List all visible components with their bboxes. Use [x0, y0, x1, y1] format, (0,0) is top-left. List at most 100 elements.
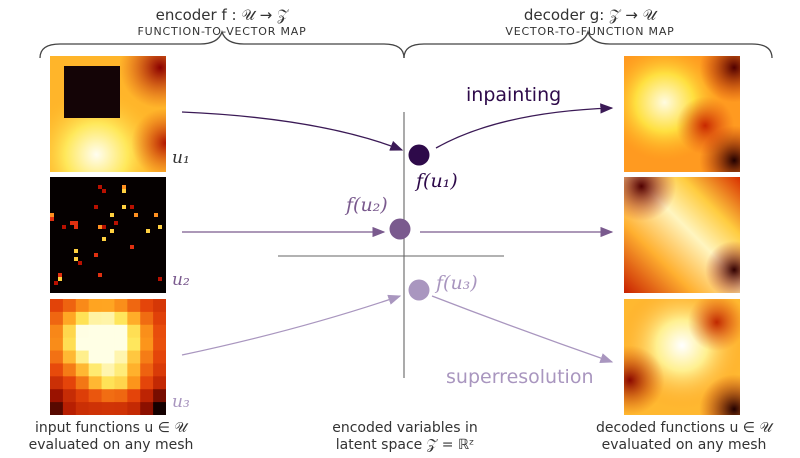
sparse-sample-dot	[98, 273, 102, 277]
pixel-cell	[153, 376, 166, 390]
sparse-sample-dot	[130, 205, 134, 209]
output-caption-line1: decoded functions u ∈ 𝒰	[595, 420, 773, 436]
pixel-cell	[140, 363, 154, 377]
sparse-sample-dot	[54, 281, 58, 285]
sparse-sample-dot	[146, 229, 150, 233]
sparse-sample-dot	[158, 225, 162, 229]
pixel-cell	[140, 389, 154, 403]
latent-point-u3	[408, 279, 430, 301]
pixel-cell	[50, 324, 64, 339]
sparse-sample-dot	[50, 213, 54, 217]
input-caption-line1: input functions u ∈ 𝒰	[35, 420, 187, 436]
pixel-cell	[75, 389, 90, 403]
pixel-cell	[101, 402, 115, 415]
output-panel-3	[624, 299, 740, 415]
label-u2: u₂	[172, 270, 190, 290]
pixel-cell	[114, 324, 128, 339]
sparse-sample-dot	[122, 205, 126, 209]
sparse-sample-dot	[70, 221, 74, 225]
pixel-cell	[153, 337, 166, 352]
pixel-cell	[88, 311, 103, 326]
pixel-cell	[153, 389, 166, 403]
pixel-cell	[62, 337, 77, 352]
pixel-cell	[75, 376, 90, 390]
pixel-cell	[101, 299, 115, 313]
pixel-cell	[114, 337, 128, 352]
pixel-cell	[140, 376, 154, 390]
pixel-cell	[50, 402, 64, 415]
output-heatmap-1	[624, 56, 740, 172]
sparse-sample-dot	[102, 237, 106, 241]
pixel-cell	[101, 311, 115, 326]
pixel-cell	[50, 337, 64, 352]
pixel-cell	[50, 311, 64, 326]
sparse-sample-dot	[78, 261, 82, 265]
sparse-sample-dot	[114, 221, 118, 225]
sparse-sample-dot	[58, 273, 62, 277]
encoder-title: encoder f : 𝒰 → 𝒵	[155, 6, 289, 24]
pixel-cell	[62, 299, 77, 313]
superresolution-label: superresolution	[446, 366, 594, 388]
sparse-sample-dot	[134, 213, 138, 217]
output-caption-line2: evaluated on any mesh	[601, 437, 767, 453]
pixel-cell	[140, 311, 154, 326]
arrow-encode-u1	[181, 111, 404, 151]
sparse-sample-dot	[102, 189, 106, 193]
sparse-sample-dot	[110, 213, 114, 217]
pixel-cell	[114, 311, 128, 326]
pixel-cell	[88, 337, 103, 352]
pixel-cell	[50, 363, 64, 377]
latent-caption: encoded variables in latent space 𝒵 = ℝᶻ	[300, 420, 510, 454]
pixel-cell	[50, 376, 64, 390]
pixel-cell	[62, 324, 77, 339]
pixel-cell	[153, 311, 166, 326]
arrow-decode-inpainting	[435, 103, 614, 149]
decoder-title: decoder g: 𝒵 → 𝒰	[523, 6, 657, 24]
sparse-sample-dot	[122, 189, 126, 193]
sparse-sample-dot	[122, 185, 126, 189]
pixel-cell	[153, 324, 166, 339]
label-u1: u₁	[172, 148, 190, 168]
sparse-sample-dot	[102, 225, 106, 229]
output-heatmap-3	[624, 299, 740, 415]
pixel-cell	[50, 350, 64, 364]
latent-caption-line2: latent space 𝒵 = ℝᶻ	[335, 437, 475, 453]
pixel-cell	[50, 299, 64, 313]
pixel-cell	[88, 376, 103, 390]
label-fu1: f(u₁)	[416, 170, 458, 192]
sparse-sample-dot	[58, 277, 62, 281]
arrow-encode-u3	[181, 294, 402, 356]
pixel-cell	[114, 299, 128, 313]
encoder-subtitle: FUNCTION-TO-VECTOR MAP	[137, 25, 307, 38]
input-panel-u2	[50, 177, 166, 293]
output-heatmap-2	[624, 177, 740, 293]
pixel-cell	[153, 350, 166, 364]
sparse-sample-dot	[130, 245, 134, 249]
pixel-cell	[140, 324, 154, 339]
pixel-cell	[62, 376, 77, 390]
input-caption: input functions u ∈ 𝒰 evaluated on any m…	[0, 420, 222, 454]
pixel-cell	[101, 337, 115, 352]
pixel-cell	[140, 402, 154, 415]
pixel-cell	[62, 311, 77, 326]
sparse-sample-dot	[98, 225, 102, 229]
sparse-sample-dot	[158, 277, 162, 281]
pixel-cell	[101, 324, 115, 339]
input-heatmap-u3	[50, 299, 166, 415]
pixel-cell	[75, 324, 90, 339]
sparse-sample-dot	[110, 229, 114, 233]
pixel-cell	[101, 389, 115, 403]
output-caption: decoded functions u ∈ 𝒰 evaluated on any…	[568, 420, 800, 454]
latent-caption-line1: encoded variables in	[332, 420, 478, 436]
pixel-cell	[140, 299, 154, 313]
label-u3: u₃	[172, 392, 190, 412]
latent-point-u2	[389, 218, 411, 240]
output-panel-1	[624, 56, 740, 172]
pixel-cell	[62, 389, 77, 403]
input-heatmap-u1	[50, 56, 166, 172]
pixel-cell	[127, 337, 141, 352]
pixel-cell	[140, 337, 154, 352]
pixel-cell	[101, 363, 115, 377]
pixel-cell	[62, 350, 77, 364]
pixel-cell	[88, 324, 103, 339]
